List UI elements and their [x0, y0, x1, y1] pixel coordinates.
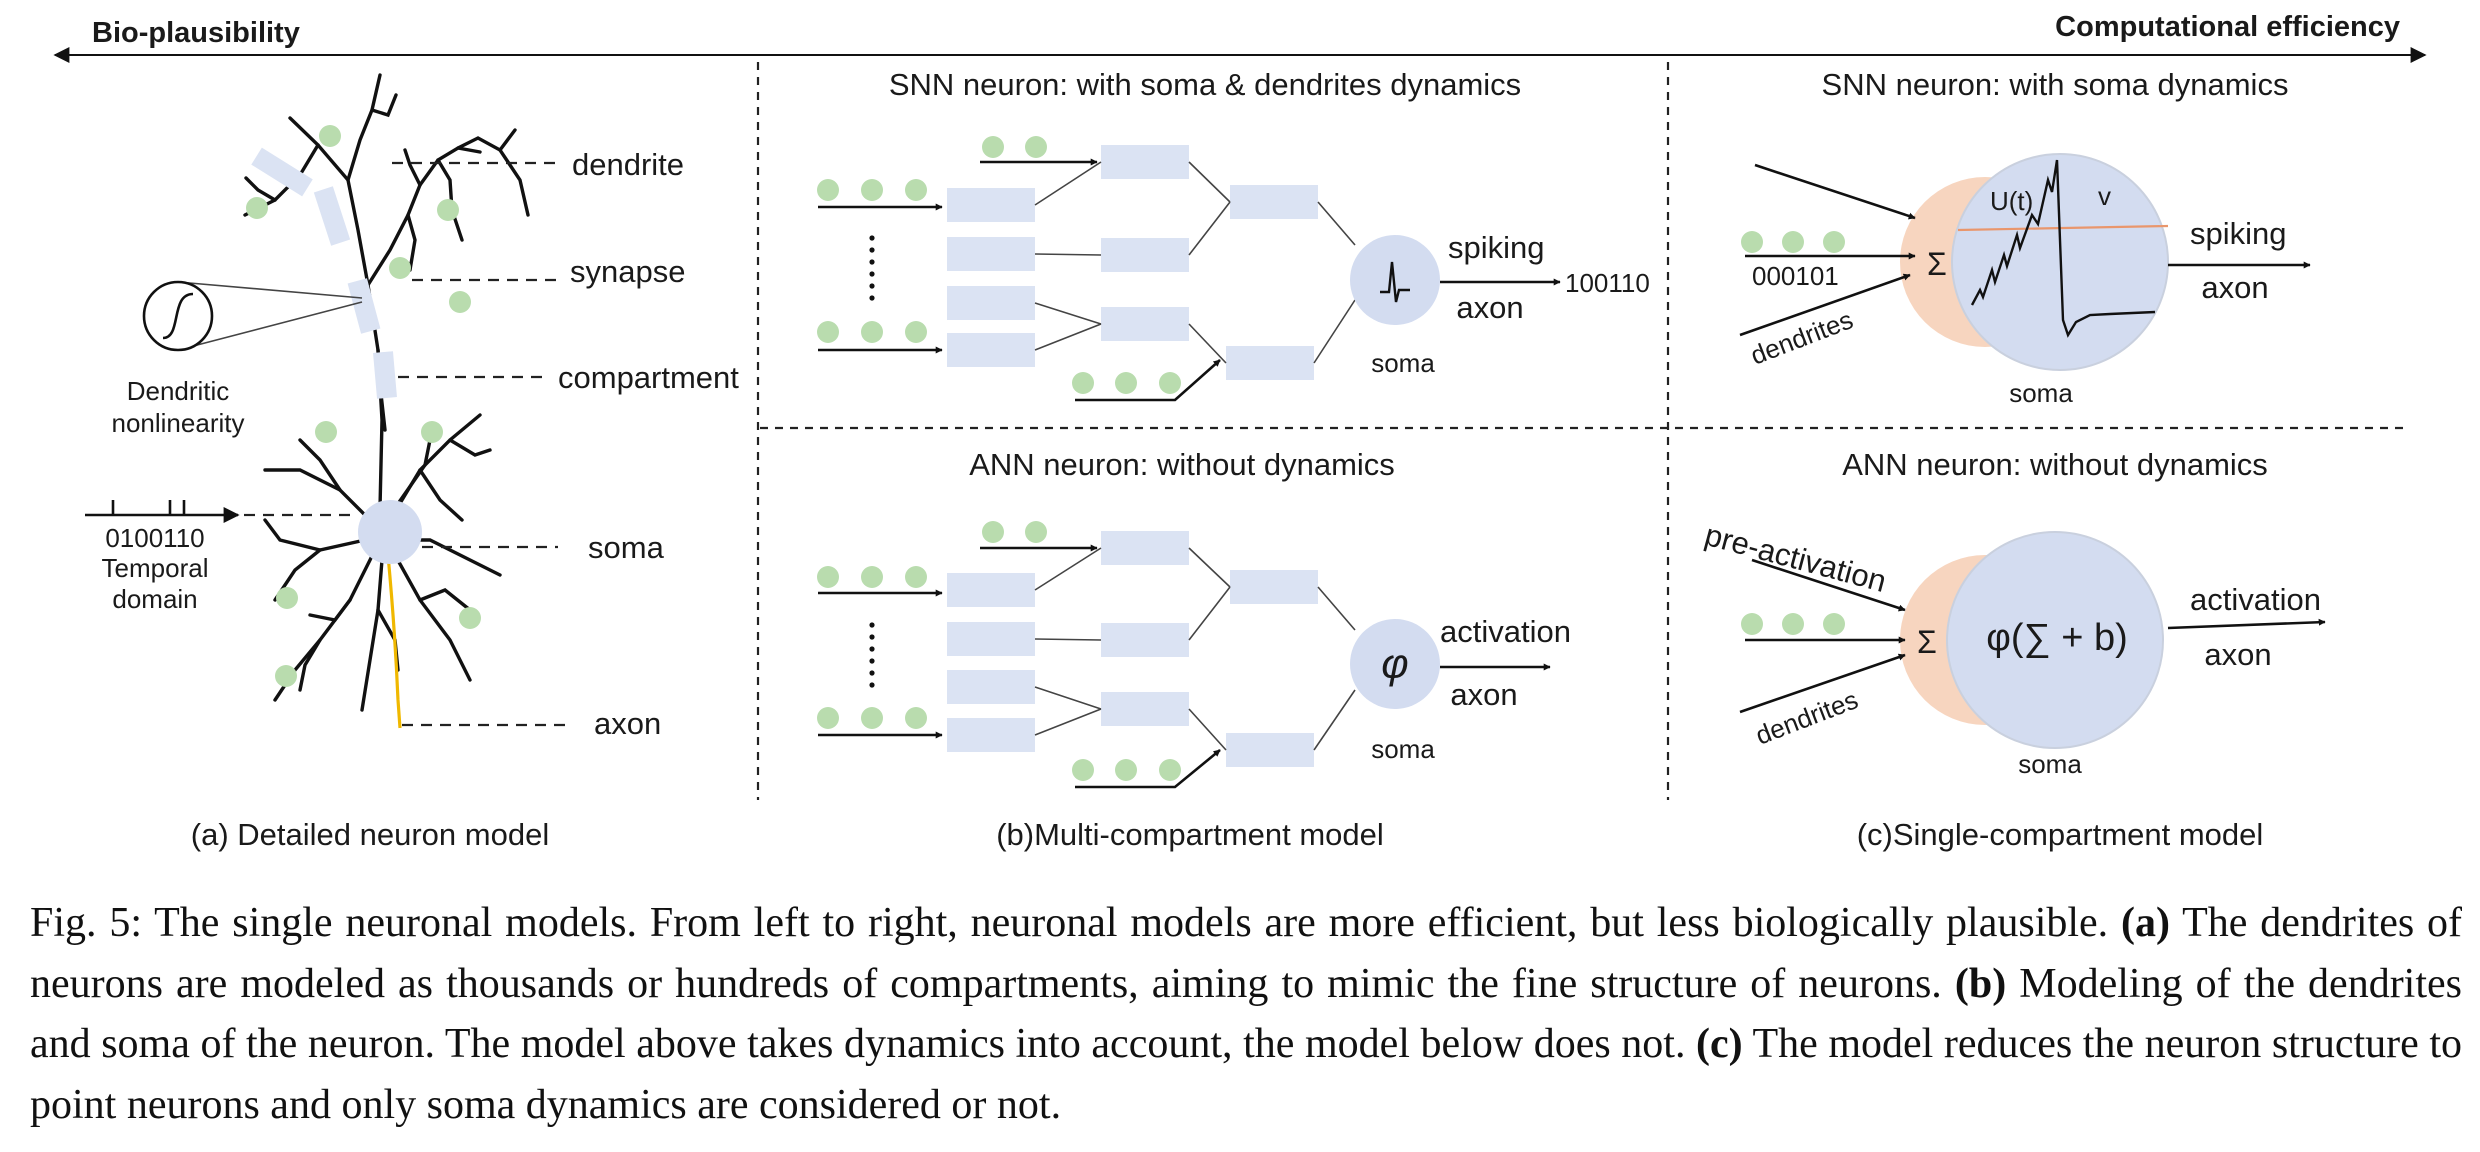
panel-b-top-snn: SNN neuron: with soma & dendrites dynami… — [817, 67, 1650, 402]
output-label: spiking — [2190, 216, 2287, 251]
output-label: spiking — [1448, 230, 1545, 265]
bio-plausibility-label: Bio-plausibility — [92, 17, 300, 49]
panel-c-bottom-title: ANN neuron: without dynamics — [1842, 447, 2268, 482]
axon-label: axon — [1450, 677, 1517, 712]
output-arrow — [2167, 618, 2326, 630]
compartment-boxes — [947, 145, 1318, 380]
caption-b-text: Modeling of the dendrites and soma of th… — [30, 960, 2463, 1068]
caption-a-text: The dendrites of neurons are modeled as … — [30, 900, 2462, 1007]
panel-a-caption: (a) Detailed neuron model — [191, 817, 549, 852]
compartment-links — [1034, 547, 1356, 751]
label-dendrite: dendrite — [572, 147, 684, 182]
soma-circle — [1350, 619, 1440, 709]
panel-b-caption: (b)Multi-compartment model — [996, 817, 1384, 852]
soma-label: soma — [1371, 348, 1435, 378]
inset-caption-line1: Dendritic — [127, 376, 230, 406]
soma-label: soma — [2009, 378, 2073, 408]
neuron-drawing — [243, 73, 530, 712]
threshold-line — [1957, 224, 2169, 232]
pre-activation-label: pre-activation — [1701, 517, 1890, 599]
caption-c-tag: (c) — [1696, 1021, 1743, 1067]
axon-line — [386, 554, 402, 729]
soma-label: soma — [2018, 749, 2082, 779]
panel-b-bottom-ann: ANN neuron: without dynamics — [817, 447, 1571, 852]
synapse-dots — [246, 125, 481, 687]
temporal-line2: domain — [112, 584, 197, 614]
input-dots — [817, 521, 1181, 781]
formula: φ(∑ + b) — [1986, 617, 2127, 659]
output-label: activation — [2190, 582, 2321, 617]
label-compartment: compartment — [558, 360, 739, 395]
sum-symbol: Σ — [1917, 624, 1937, 660]
panel-b-top-title: SNN neuron: with soma & dendrites dynami… — [889, 67, 1521, 102]
vertical-ellipsis — [869, 235, 875, 301]
neuron-models-figure: Bio-plausibility Computational efficienc… — [53, 11, 2427, 852]
caption-paragraph: Fig. 5: The single neuronal models. From… — [30, 893, 2462, 1135]
caption-fig-label: Fig. 5: — [30, 900, 143, 946]
panel-c-caption: (c)Single-compartment model — [1857, 817, 2264, 852]
panel-c-top-title: SNN neuron: with soma dynamics — [1822, 67, 2289, 102]
input-arrow-bottom — [1739, 653, 1906, 714]
membrane-potential-trace — [1970, 159, 2156, 338]
temporal-line1: Temporal — [102, 553, 209, 583]
label-soma: soma — [588, 530, 665, 565]
caption-c-text: The model reduces the neuron structure t… — [30, 1021, 2463, 1128]
soma-circle — [1946, 531, 2164, 749]
spike-icon — [1380, 261, 1410, 303]
dendritic-nonlinearity-inset — [142, 280, 214, 352]
axon-label: axon — [2204, 637, 2271, 672]
input-arrow-bottom — [1739, 273, 1911, 337]
output-label: activation — [1440, 614, 1571, 649]
inset-caption-line2: nonlinearity — [112, 408, 245, 438]
sum-symbol: Σ — [1927, 246, 1947, 282]
axon-label: axon — [1456, 290, 1523, 325]
potential-label: U(t) — [1990, 186, 2033, 216]
label-synapse: synapse — [570, 254, 685, 289]
input-arrow-top — [1751, 558, 1906, 612]
phi-symbol: φ — [1381, 640, 1408, 687]
dendrites-label: dendrites — [1751, 684, 1862, 750]
sigmoid-icon — [162, 292, 194, 340]
dendrite-compartments — [251, 147, 397, 399]
vertical-ellipsis — [869, 622, 875, 688]
soma-label: soma — [1371, 734, 1435, 764]
caption-a-tag: (a) — [2121, 900, 2171, 946]
panel-a-detailed-neuron: Dendritic nonlinearity dendrite synapse … — [85, 73, 739, 852]
figure-caption: Fig. 5: The single neuronal models. From… — [30, 893, 2462, 1135]
spike-code: 0100110 — [105, 523, 204, 553]
input-code: 000101 — [1752, 261, 1839, 291]
output-code: 100110 — [1565, 268, 1650, 298]
caption-b-tag: (b) — [1954, 960, 2007, 1007]
spike-ticks — [111, 500, 186, 515]
panel-c-top-snn: SNN neuron: with soma dynamics Σ U(t) v … — [1739, 67, 2311, 408]
compartment-links — [1034, 161, 1356, 364]
compartment-boxes — [947, 531, 1318, 767]
label-axon: axon — [594, 706, 661, 741]
panel-c-bottom-ann: ANN neuron: without dynamics Σ φ(∑ + b) … — [1701, 447, 2326, 852]
input-dots — [817, 136, 1181, 394]
panel-b-bottom-title: ANN neuron: without dynamics — [969, 447, 1395, 482]
input-arrow-top — [1754, 163, 1916, 220]
caption-intro: The single neuronal models. From left to… — [154, 900, 2109, 946]
computational-efficiency-label: Computational efficiency — [2055, 11, 2400, 43]
threshold-label: v — [2098, 181, 2111, 211]
axon-label: axon — [2201, 270, 2268, 305]
soma-body — [358, 500, 422, 564]
